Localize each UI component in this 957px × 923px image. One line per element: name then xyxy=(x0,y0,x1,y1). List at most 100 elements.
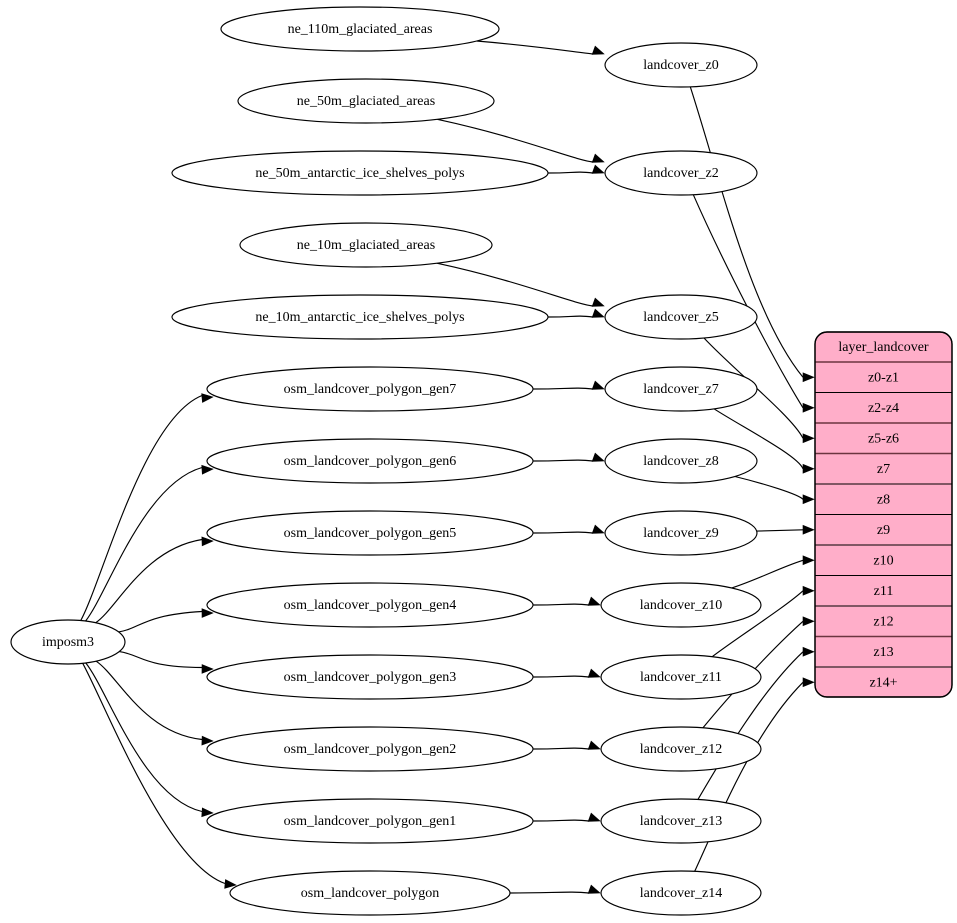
node-shape xyxy=(600,870,762,916)
node-shape xyxy=(239,222,493,268)
node-label: landcover_z10 xyxy=(640,598,722,613)
table-row-label: z14+ xyxy=(869,675,897,690)
node-label: ne_10m_glaciated_areas xyxy=(297,238,435,253)
node-osm_landcover_polygon_gen7[interactable]: osm_landcover_polygon_gen7 xyxy=(206,366,534,412)
node-landcover_z7[interactable]: landcover_z7 xyxy=(604,366,758,412)
edge-osm_landcover_polygon_gen4-to-landcover_z10 xyxy=(532,603,590,606)
node-shape xyxy=(604,294,758,340)
node-landcover_z13[interactable]: landcover_z13 xyxy=(600,798,762,844)
arrowhead-to-osm_landcover_polygon_gen3 xyxy=(201,664,214,674)
arrowhead-landcover_z5-in xyxy=(591,308,605,318)
arrowhead-to-osm_landcover_polygon_gen7 xyxy=(201,393,214,403)
table-row-z11[interactable]: z11 xyxy=(815,576,952,607)
node-osm_landcover_polygon_gen2[interactable]: osm_landcover_polygon_gen2 xyxy=(206,726,534,772)
table-row-label: z11 xyxy=(874,584,894,599)
node-landcover_z14[interactable]: landcover_z14 xyxy=(600,870,762,916)
table-row-z2-z4[interactable]: z2-z4 xyxy=(815,393,952,424)
node-shape xyxy=(206,798,534,844)
table-row-z5-z6[interactable]: z5-z6 xyxy=(815,423,952,454)
arrowhead-row-z12-in xyxy=(802,616,815,627)
node-landcover_z11[interactable]: landcover_z11 xyxy=(600,654,762,700)
table-row-z8[interactable]: z8 xyxy=(815,484,952,515)
node-landcover_z10[interactable]: landcover_z10 xyxy=(600,582,762,628)
edges-layer xyxy=(80,40,815,894)
node-ne_50m_antarctic_ice_shelves_polys[interactable]: ne_50m_antarctic_ice_shelves_polys xyxy=(171,150,549,196)
table-row-z0-z1[interactable]: z0-z1 xyxy=(815,362,952,393)
node-shape xyxy=(206,582,534,628)
node-landcover_z8[interactable]: landcover_z8 xyxy=(604,438,758,484)
table-row-z12[interactable]: z12 xyxy=(815,606,952,637)
arrowhead-landcover_z11-in xyxy=(587,668,601,678)
edge-imposm3-to-osm_landcover_polygon_gen5 xyxy=(95,538,203,624)
node-ne_10m_antarctic_ice_shelves_polys[interactable]: ne_10m_antarctic_ice_shelves_polys xyxy=(171,294,549,340)
edge-imposm3-to-osm_landcover_polygon_gen7 xyxy=(80,394,203,621)
layer-landcover-table[interactable]: layer_landcoverz0-z1z2-z4z5-z6z7z8z9z10z… xyxy=(814,331,953,698)
node-osm_landcover_polygon_gen5[interactable]: osm_landcover_polygon_gen5 xyxy=(206,510,534,556)
edge-osm_landcover_polygon_gen3-to-landcover_z11 xyxy=(532,675,590,678)
node-label: osm_landcover_polygon_gen5 xyxy=(284,526,457,541)
table-row-label: z9 xyxy=(877,523,890,538)
node-landcover_z12[interactable]: landcover_z12 xyxy=(600,726,762,772)
table-row-z14plus[interactable]: z14+ xyxy=(815,667,952,698)
arrowhead-row-z14-in xyxy=(802,677,815,688)
node-osm_landcover_polygon_gen4[interactable]: osm_landcover_polygon_gen4 xyxy=(206,582,534,628)
edge-landcover_z0-to-row-z0-z1 xyxy=(689,86,804,378)
node-ne_110m_glaciated_areas[interactable]: ne_110m_glaciated_areas xyxy=(220,6,500,52)
table-row-z7[interactable]: z7 xyxy=(815,454,952,485)
table-row-z9[interactable]: z9 xyxy=(815,515,952,546)
edge-osm_landcover_polygon_gen5-to-landcover_z9 xyxy=(532,531,594,534)
edge-osm_landcover_polygon-to-landcover_z14 xyxy=(509,891,590,894)
arrowhead-to-osm_landcover_polygon xyxy=(224,879,237,889)
node-label: landcover_z12 xyxy=(640,742,722,757)
node-osm_landcover_polygon_gen3[interactable]: osm_landcover_polygon_gen3 xyxy=(206,654,534,700)
node-shape xyxy=(600,654,762,700)
nodes-layer: imposm3 ne_110m_glaciated_areas ne_50m_gla… xyxy=(10,6,762,916)
table-row-label: z10 xyxy=(873,553,893,568)
node-shape xyxy=(206,510,534,556)
node-osm_landcover_polygon[interactable]: osm_landcover_polygon xyxy=(229,870,511,916)
table-row-z13[interactable]: z13 xyxy=(815,637,952,668)
node-label: landcover_z0 xyxy=(643,58,718,73)
node-landcover_z5[interactable]: landcover_z5 xyxy=(604,294,758,340)
node-shape xyxy=(171,294,549,340)
node-osm_landcover_polygon_gen1[interactable]: osm_landcover_polygon_gen1 xyxy=(206,798,534,844)
node-landcover_z0[interactable]: landcover_z0 xyxy=(604,42,758,88)
node-label: osm_landcover_polygon_gen3 xyxy=(284,670,457,685)
edge-imposm3-to-osm_landcover_polygon_gen6 xyxy=(85,466,203,622)
edge-landcover_z8-to-row-z8 xyxy=(734,475,804,500)
table-row-label: z2-z4 xyxy=(868,401,899,416)
arrowhead-to-osm_landcover_polygon_gen6 xyxy=(201,464,214,475)
edge-landcover_z5-to-row-z5-z6 xyxy=(703,337,804,439)
arrowhead-row-z11-in xyxy=(802,585,815,596)
node-shape xyxy=(206,726,534,772)
edge-landcover_z9-to-row-z9 xyxy=(756,529,804,532)
edge-osm_landcover_polygon_gen1-to-landcover_z13 xyxy=(532,819,590,822)
arrowhead-landcover_z9-in xyxy=(591,524,605,534)
arrowhead-landcover_z8-in xyxy=(591,452,605,462)
node-shape xyxy=(604,366,758,412)
node-shape xyxy=(604,510,758,556)
node-label: osm_landcover_polygon_gen2 xyxy=(284,742,457,757)
edge-imposm3-to-osm_landcover_polygon xyxy=(82,663,226,885)
node-label: landcover_z7 xyxy=(643,382,718,397)
node-ne_10m_glaciated_areas[interactable]: ne_10m_glaciated_areas xyxy=(239,222,493,268)
node-ne_50m_glaciated_areas[interactable]: ne_50m_glaciated_areas xyxy=(237,78,495,124)
node-label: osm_landcover_polygon_gen4 xyxy=(284,598,457,613)
edge-osm_landcover_polygon_gen7-to-landcover_z7 xyxy=(532,387,594,390)
table-row-z10[interactable]: z10 xyxy=(815,545,952,576)
arrowhead-to-osm_landcover_polygon_gen2 xyxy=(201,735,214,746)
node-label: landcover_z13 xyxy=(640,814,722,829)
node-osm_landcover_polygon_gen6[interactable]: osm_landcover_polygon_gen6 xyxy=(206,438,534,484)
node-label: landcover_z9 xyxy=(643,526,718,541)
arrowhead-to-osm_landcover_polygon_gen5 xyxy=(201,536,214,547)
node-landcover_z2[interactable]: landcover_z2 xyxy=(604,150,758,196)
node-shape xyxy=(229,870,511,916)
node-shape xyxy=(10,619,126,665)
edge-landcover_z11-to-row-z11 xyxy=(711,590,804,658)
node-imposm3[interactable]: imposm3 xyxy=(10,619,126,665)
edge-osm_landcover_polygon_gen2-to-landcover_z12 xyxy=(532,747,590,750)
table-outline xyxy=(814,331,953,698)
node-landcover_z9[interactable]: landcover_z9 xyxy=(604,510,758,556)
arrowhead-landcover_z2-in xyxy=(591,153,605,163)
table-row-label: z0-z1 xyxy=(868,370,899,385)
